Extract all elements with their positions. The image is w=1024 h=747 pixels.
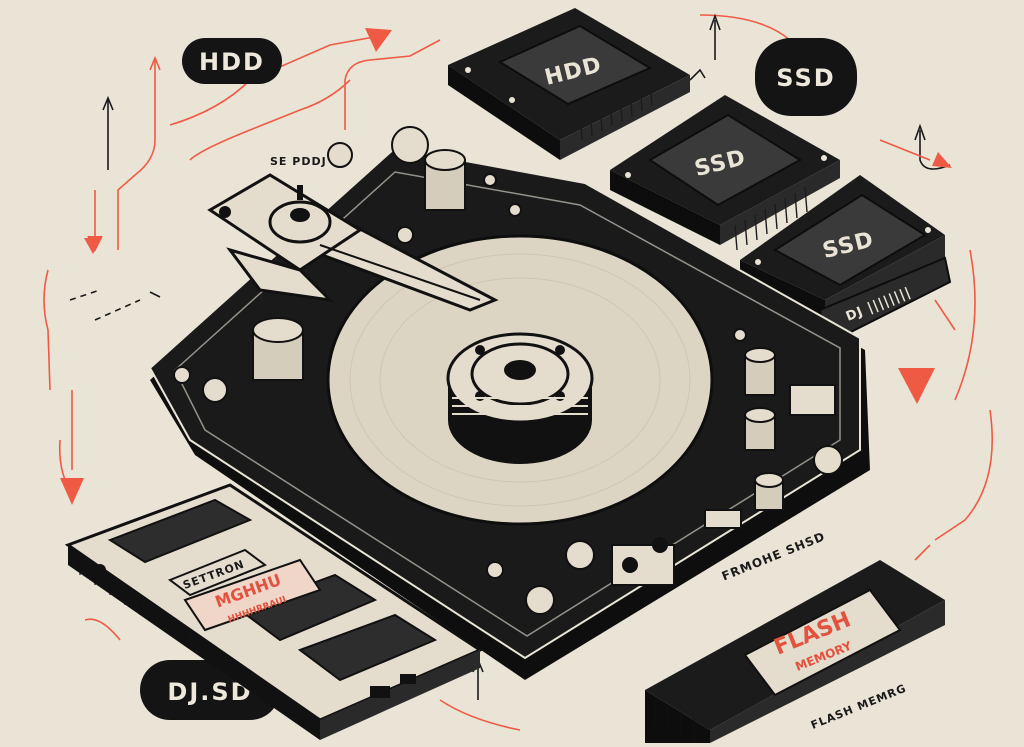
component-stacks bbox=[252, 149, 784, 511]
flash-memory-module: FLASH MEMORY FLASH MEMRG bbox=[645, 560, 945, 743]
arrow-head-left-small bbox=[84, 238, 102, 254]
connector-pads bbox=[611, 384, 836, 586]
arrow-head-top-left bbox=[365, 28, 392, 52]
actuator-arm bbox=[207, 173, 499, 312]
arrow-head-right-big bbox=[898, 368, 935, 404]
spindle-hub bbox=[446, 332, 594, 464]
speed-note-text: SE PDDJ bbox=[270, 155, 327, 168]
d-sd-pill-text: DJ.SD bbox=[167, 678, 252, 706]
ssd-chip-module-2: SSD DJ |||||||| bbox=[740, 175, 952, 347]
hdd-pill-text: HDD bbox=[199, 48, 265, 76]
hdd-pill-label: HDD bbox=[182, 38, 282, 84]
arrow-head-right-small bbox=[932, 152, 952, 168]
arrow-head-left-mid bbox=[60, 478, 84, 505]
ram-module: SETTRON MGHHU HHHHRRAUI bbox=[64, 483, 484, 740]
ssd-pill-label: SSD bbox=[755, 38, 857, 116]
hard-drive-body: SE PDDJ FRMOHE SHSD bbox=[148, 126, 870, 680]
flow-arrows-right bbox=[439, 13, 993, 731]
ssd-chip-module-1: SSD bbox=[610, 95, 840, 251]
hdd-chip-module: HDD bbox=[448, 8, 690, 160]
screw-holes bbox=[173, 126, 843, 615]
flash-caption-text: FLASH MEMRG bbox=[809, 682, 908, 732]
ssd-pill-text: SSD bbox=[776, 64, 835, 92]
